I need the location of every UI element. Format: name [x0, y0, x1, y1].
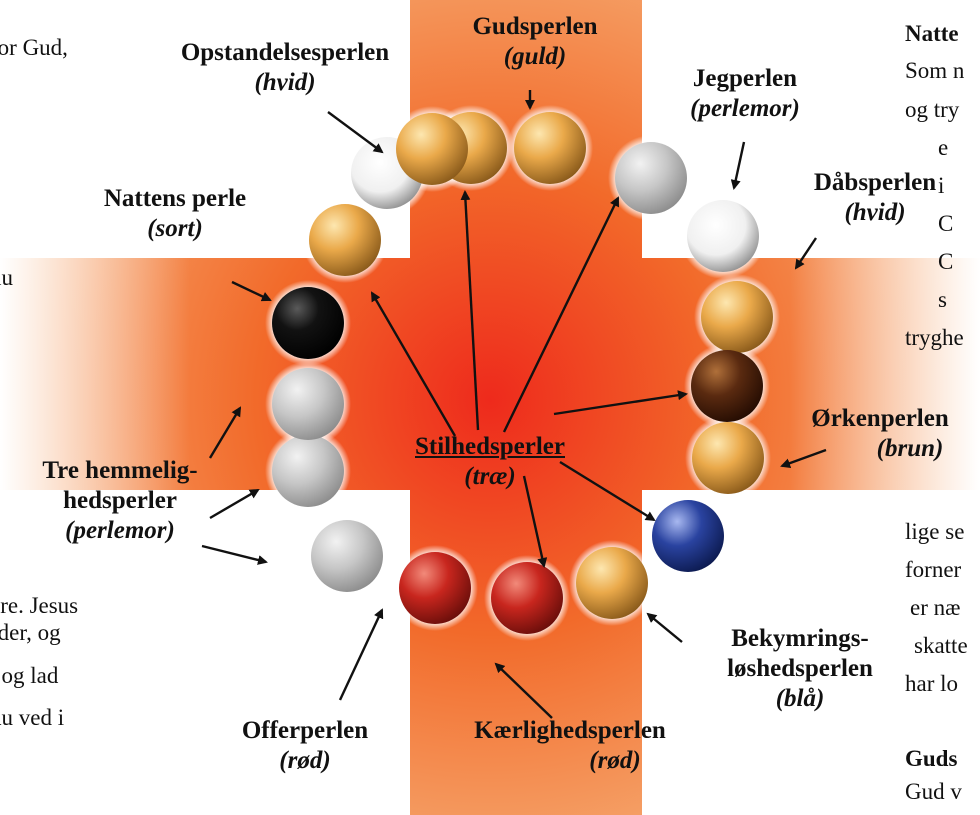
- stilhed-bead: [576, 547, 648, 619]
- label-name: Jegperlen: [675, 64, 815, 94]
- label-nattens-perle: Nattens perle (sort): [75, 184, 275, 244]
- left-text-line: nu: [0, 264, 13, 291]
- orkenperlen-bead: [691, 350, 763, 422]
- label-color: (perlemor): [675, 94, 815, 124]
- label-color: (perlemor): [10, 516, 230, 546]
- label-jegperlen: Jegperlen (perlemor): [675, 64, 815, 124]
- right-text-line: tryghe: [905, 324, 964, 351]
- left-text-line: for Gud,: [0, 34, 68, 61]
- label-orkenperlen: Ørkenperlen (brun): [780, 404, 980, 464]
- bekymringsloshedsperlen-bead: [652, 500, 724, 572]
- label-stilhedsperler: Stilhedsperler (træ): [395, 432, 585, 492]
- label-line2: hedsperler: [10, 486, 230, 516]
- arrow-offer: [340, 610, 382, 700]
- label-line1: Bekymrings-: [700, 624, 900, 654]
- left-text-line: du ved i: [0, 704, 64, 731]
- nattens-perle-bead: [272, 287, 344, 359]
- label-name: Ørkenperlen: [780, 404, 980, 434]
- label-name: Nattens perle: [75, 184, 275, 214]
- daabsperlen-bead: [687, 200, 759, 272]
- label-color: (hvid): [790, 198, 960, 228]
- label-name: Opstandelsesperlen: [150, 38, 420, 68]
- label-color: (rød): [430, 746, 710, 776]
- kaerlighedsperlen-bead: [491, 562, 563, 634]
- label-kaerlighedsperlen: Kærlighedsperlen (rød): [430, 716, 710, 776]
- left-text-line: , og lad: [0, 662, 58, 689]
- right-text-line: forner: [905, 556, 961, 583]
- label-line1: Tre hemmelig-: [10, 456, 230, 486]
- label-color: (blå): [700, 684, 900, 714]
- hemmelighed-bead: [311, 520, 383, 592]
- label-color: (hvid): [150, 68, 420, 98]
- label-name: Offerperlen: [205, 716, 405, 746]
- label-name: Kærlighedsperlen: [430, 716, 710, 746]
- right-text-line: har lo: [905, 670, 958, 697]
- left-text-line: are. Jesus: [0, 592, 78, 619]
- right-text-line: C: [938, 248, 953, 275]
- right-heading: Guds: [905, 745, 957, 772]
- label-color: (brun): [780, 434, 980, 464]
- label-opstandelsesperlen: Opstandelsesperlen (hvid): [150, 38, 420, 98]
- stilhed-bead: [309, 204, 381, 276]
- label-tre-hemmelighedsperler: Tre hemmelig- hedsperler (perlemor): [10, 456, 230, 546]
- hemmelighed-bead: [272, 368, 344, 440]
- right-text-line: er næ: [910, 594, 960, 621]
- stilhed-bead: [396, 113, 468, 185]
- offerperlen-bead: [399, 552, 471, 624]
- stilhed-bead: [692, 422, 764, 494]
- label-color: (rød): [205, 746, 405, 776]
- right-text-line: lige se: [905, 518, 964, 545]
- arrow-hemmelighed-3: [202, 546, 266, 562]
- left-text-line: rder, og: [0, 619, 61, 646]
- label-line2: løshedsperlen: [700, 654, 900, 684]
- right-text-line: skatte: [914, 632, 968, 659]
- label-name: Stilhedsperler: [395, 432, 585, 462]
- arrow-jegperlen: [734, 142, 744, 188]
- right-text-line: Som n: [905, 57, 964, 84]
- right-text-line: Gud v: [905, 778, 962, 805]
- label-name: Dåbsperlen: [790, 168, 960, 198]
- label-color: (guld): [460, 42, 610, 72]
- arrow-bekymringsloshed: [648, 614, 682, 642]
- right-text-line: s: [938, 286, 947, 313]
- stilhed-bead: [701, 281, 773, 353]
- label-name: Gudsperlen: [460, 12, 610, 42]
- pearl-bead: [615, 142, 687, 214]
- label-color: (sort): [75, 214, 275, 244]
- label-color: (træ): [395, 462, 585, 492]
- right-text-line: e: [938, 134, 948, 161]
- right-text-line: og try: [905, 96, 959, 123]
- label-gudsperlen: Gudsperlen (guld): [460, 12, 610, 72]
- label-bekymringsloshedsperlen: Bekymrings- løshedsperlen (blå): [700, 624, 900, 714]
- hemmelighed-bead: [272, 435, 344, 507]
- label-offerperlen: Offerperlen (rød): [205, 716, 405, 776]
- jegperlen-bead: [514, 112, 586, 184]
- right-heading: Natte: [905, 20, 959, 47]
- label-daabsperlen: Dåbsperlen (hvid): [790, 168, 960, 228]
